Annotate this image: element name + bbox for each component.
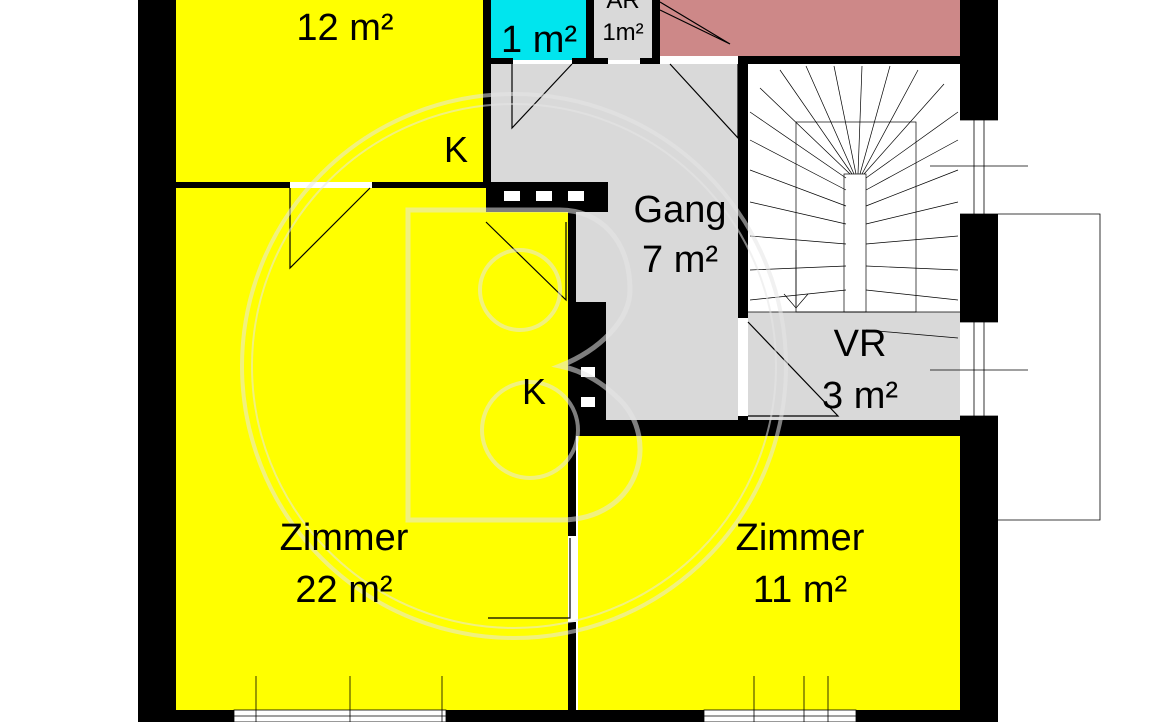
window-bottom-right [703,676,857,722]
ar-fill [594,0,652,60]
window-bottom-left [233,676,447,722]
door-zimmer-right [488,538,571,619]
stair-fill [748,64,960,312]
terrace-fill [660,0,960,56]
bath-area: 1 m² [501,19,577,61]
wall-right-low [960,416,998,722]
room-top-left-area: 12 m² [296,7,393,49]
wall-ar-terrace [652,0,660,60]
door-bath [511,63,573,130]
chimney-top-flue-2 [536,191,552,201]
balcony-outline [998,213,1101,521]
wall-top-left-right [483,0,491,182]
chimney-top-flue-1 [504,191,520,201]
door-vr [747,321,840,417]
wall-under-ar [640,58,660,64]
marker-chimney-top: K [444,129,468,170]
chimney-mid-flue-2 [581,397,595,407]
window-right-lower [960,321,998,417]
ar-area: 1m² [602,19,643,46]
chimney-top-flue-3 [568,191,584,201]
wall-under-bath [483,58,513,64]
zimmer-left-area: 22 m² [295,569,392,611]
wall-stair-top [738,56,960,64]
vr-name: VR [834,323,887,365]
chimney-mid-flue-1 [581,367,595,377]
room-top-left-fill [176,0,483,182]
staircase [748,65,960,339]
gang-name: Gang [634,189,727,231]
zimmer-left-name: Zimmer [280,517,409,559]
marker-chimney-mid: K [522,371,546,412]
wall-right-top [960,0,998,120]
bath-fill [491,0,586,60]
zimmer-right-name: Zimmer [736,517,865,559]
watermark-logo [240,92,788,640]
wall-right-mid [960,214,998,322]
wall-zimmer-gang [568,212,576,536]
wall-under-bath-2 [572,58,608,64]
ar-name: AR [606,0,639,14]
gang-fill [486,64,738,420]
wall-bottom-left [138,710,234,722]
zimmer-right-fill [578,436,960,710]
wall-mid-left-a [176,182,290,188]
door-ar [659,1,731,45]
zimmer-left-fill [176,188,568,710]
wall-mid-left-b [372,182,486,188]
window-right-upper [960,119,998,215]
wall-zimmer-left-right-low [568,622,576,722]
wall-stair-left [738,56,748,318]
room-top-left-label: 12 m² [296,7,393,49]
door-gang-stair [669,63,739,140]
zimmer-right-area: 11 m² [753,569,847,611]
gang-area: 7 m² [642,239,718,281]
wall-left [138,0,176,722]
wall-bath-ar [586,0,594,60]
vr-area: 3 m² [822,375,898,417]
door-zimmer-left-top [485,221,567,302]
